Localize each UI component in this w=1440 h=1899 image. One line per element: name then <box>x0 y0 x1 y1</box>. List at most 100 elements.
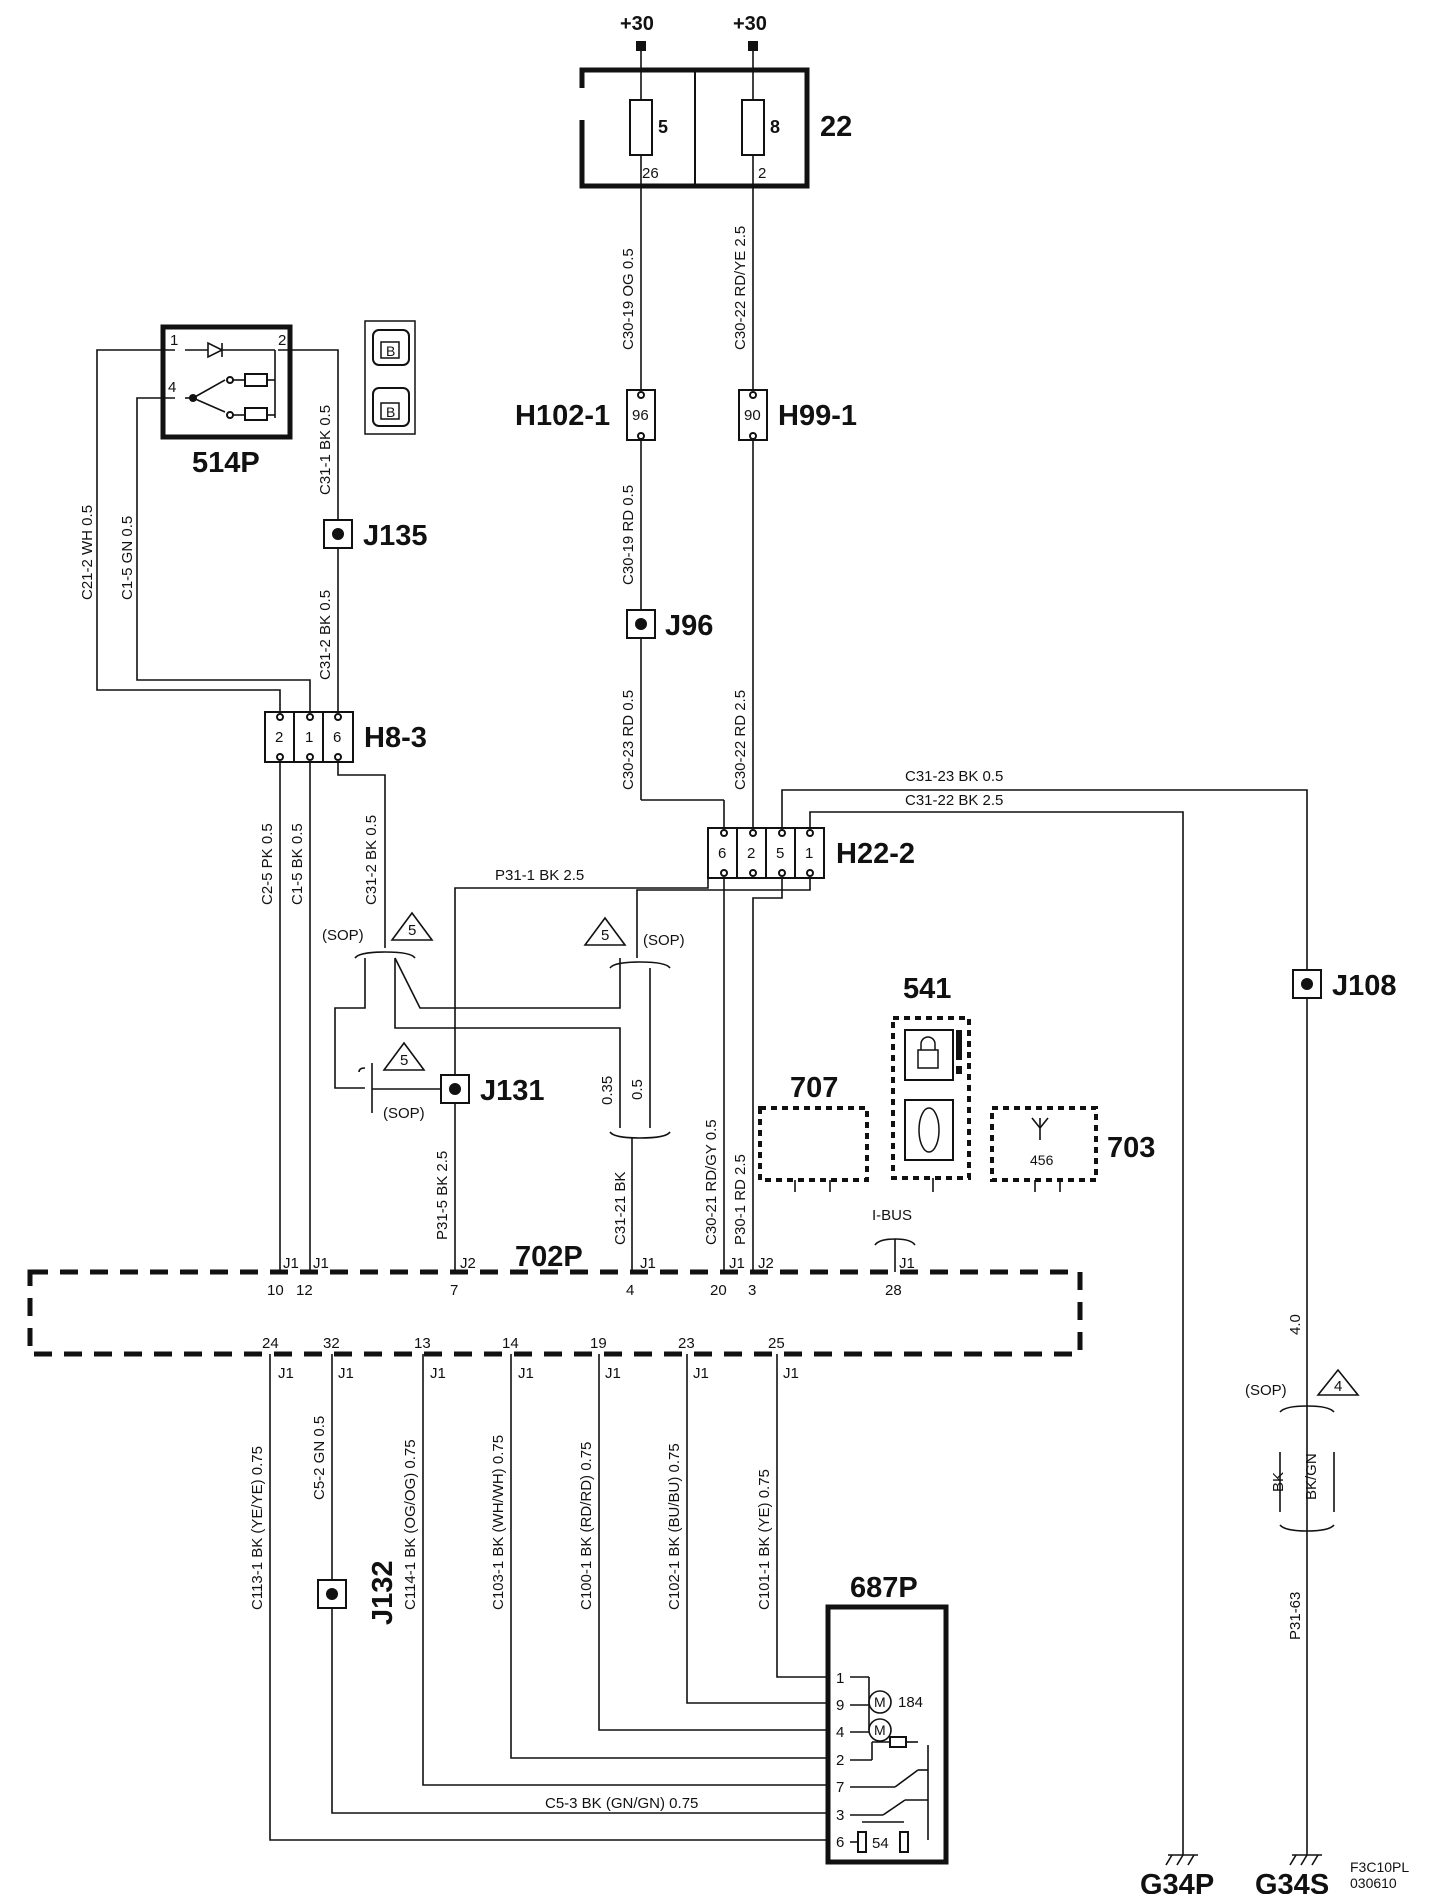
fuse-b-pin: 2 <box>758 165 766 182</box>
supply-label-right: +30 <box>733 13 767 35</box>
wire-c30-23-rd: C30-23 RD 0.5 <box>620 690 637 790</box>
wire-c2-5: C2-5 PK 0.5 <box>259 823 276 905</box>
svg-text:J1: J1 <box>605 1365 621 1382</box>
ref-code-line2: 030610 <box>1350 1875 1397 1891</box>
svg-text:B: B <box>386 343 395 359</box>
ibus-label: I-BUS <box>872 1207 912 1224</box>
svg-text:J1: J1 <box>693 1365 709 1382</box>
joint-j96 <box>626 609 656 639</box>
joint-j108-label: J108 <box>1332 970 1397 1002</box>
svg-text:14: 14 <box>502 1335 519 1352</box>
module-702p-bottom-pins: 24 J1 32 J1 13 J1 14 J1 19 J1 23 J1 25 J… <box>262 1335 799 1382</box>
wire-c30-19-og: C30-19 OG 0.5 <box>620 248 637 350</box>
wire-c30-21: C30-21 RD/GY 0.5 <box>703 1119 720 1245</box>
connector-h102-label: H102-1 <box>515 400 610 432</box>
svg-text:13: 13 <box>414 1335 431 1352</box>
svg-text:19: 19 <box>590 1335 607 1352</box>
ref-code-line1: F3C10PL <box>1350 1859 1409 1875</box>
svg-text:2: 2 <box>836 1752 844 1769</box>
wire-bk: BK <box>1270 1472 1287 1492</box>
connector-h22-label: H22-2 <box>836 838 915 870</box>
module-541 <box>891 1016 971 1180</box>
module-707-label: 707 <box>790 1072 838 1104</box>
svg-text:J1: J1 <box>640 1255 656 1272</box>
svg-text:J1: J1 <box>899 1255 915 1272</box>
svg-text:28: 28 <box>885 1282 902 1299</box>
module-687p-label: 687P <box>850 1572 918 1604</box>
svg-text:J1: J1 <box>313 1255 329 1272</box>
supply-terminal-right <box>748 41 758 51</box>
svg-text:23: 23 <box>678 1335 695 1352</box>
fuse-8 <box>741 99 765 156</box>
svg-text:7: 7 <box>836 1779 844 1796</box>
fuse-a-label: 5 <box>658 117 668 137</box>
svg-text:12: 12 <box>296 1282 313 1299</box>
svg-text:24: 24 <box>262 1335 279 1352</box>
svg-text:32: 32 <box>323 1335 340 1352</box>
svg-text:J1: J1 <box>338 1365 354 1382</box>
lock-icons: B B <box>364 320 416 435</box>
svg-text:J1: J1 <box>430 1365 446 1382</box>
wire-c30-19-rd: C30-19 RD 0.5 <box>620 485 637 585</box>
switch-514p: 1 2 4 <box>160 324 293 440</box>
connector-h8-3: 2 1 6 <box>264 711 354 763</box>
supply-terminal-left <box>636 41 646 51</box>
connector-h8-label: H8-3 <box>364 722 427 754</box>
sop-label-1: (SOP) <box>322 927 364 944</box>
h99-pin: 90 <box>744 407 761 424</box>
fuse-5 <box>629 99 653 156</box>
supply-label-left: +30 <box>620 13 654 35</box>
svg-text:2: 2 <box>275 729 283 746</box>
svg-text:4: 4 <box>1334 1378 1342 1395</box>
h22-pin-5: 5 <box>776 845 784 862</box>
sop-label-right: (SOP) <box>1245 1382 1287 1399</box>
svg-text:J1: J1 <box>283 1255 299 1272</box>
h22-pin-2: 2 <box>747 845 755 862</box>
module-703 <box>990 1106 1098 1182</box>
svg-text:7: 7 <box>450 1282 458 1299</box>
joint-j131 <box>440 1074 470 1104</box>
wire-c1-5-bk: C1-5 BK 0.5 <box>289 823 306 905</box>
svg-text:M: M <box>874 1694 886 1710</box>
fusebox-22: 5 8 26 2 <box>579 67 810 189</box>
wire-v035: 0.35 <box>599 1076 616 1105</box>
module-541-label: 541 <box>903 973 951 1005</box>
svg-text:M: M <box>874 1722 886 1738</box>
svg-text:1: 1 <box>170 332 178 349</box>
wire-c100: C100-1 BK (RD/RD) 0.75 <box>578 1442 595 1610</box>
svg-text:5: 5 <box>400 1052 408 1069</box>
h22-pin-6: 6 <box>718 845 726 862</box>
svg-text:1: 1 <box>836 1670 844 1687</box>
note-triangle-5a: 5 <box>390 911 434 941</box>
svg-text:1: 1 <box>305 729 313 746</box>
module-702p <box>27 1269 1083 1357</box>
svg-text:3: 3 <box>836 1807 844 1824</box>
sop-label-3: (SOP) <box>383 1105 425 1122</box>
module-687p-pins: 1 9 4 2 7 3 6 <box>836 1670 844 1851</box>
wire-c1-5-gn: C1-5 GN 0.5 <box>119 516 136 600</box>
fuse-b-label: 8 <box>770 117 780 137</box>
switch-contacts-icon <box>850 1736 929 1853</box>
ground-g34p-icon <box>1165 1854 1198 1866</box>
joint-j132-label: J132 <box>367 1560 399 1625</box>
joint-j108 <box>1292 969 1322 999</box>
svg-text:4: 4 <box>836 1724 844 1741</box>
wire-p30-1: P30-1 RD 2.5 <box>732 1154 749 1245</box>
h102-pin: 96 <box>632 407 649 424</box>
wire-c31-1: C31-1 BK 0.5 <box>317 405 334 495</box>
svg-text:4: 4 <box>626 1282 634 1299</box>
component-54-label: 54 <box>872 1835 889 1852</box>
joint-j135 <box>323 519 353 549</box>
wire-c114: C114-1 BK (OG/OG) 0.75 <box>402 1439 419 1610</box>
sop-label-2: (SOP) <box>643 932 685 949</box>
joint-j135-label: J135 <box>363 520 428 552</box>
fuse-a-pin: 26 <box>642 165 659 182</box>
wire-c31-23: C31-23 BK 0.5 <box>905 768 1003 785</box>
wire-c31-22: C31-22 BK 2.5 <box>905 792 1003 809</box>
joint-j96-label: J96 <box>665 610 713 642</box>
wire-v05: 0.5 <box>629 1079 646 1100</box>
module-702p-label: 702P <box>515 1241 583 1273</box>
wire-c30-22-rd: C30-22 RD 2.5 <box>732 690 749 790</box>
wire-c31-2b: C31-2 BK 0.5 <box>363 815 380 905</box>
wire-c21-2: C21-2 WH 0.5 <box>79 505 96 600</box>
